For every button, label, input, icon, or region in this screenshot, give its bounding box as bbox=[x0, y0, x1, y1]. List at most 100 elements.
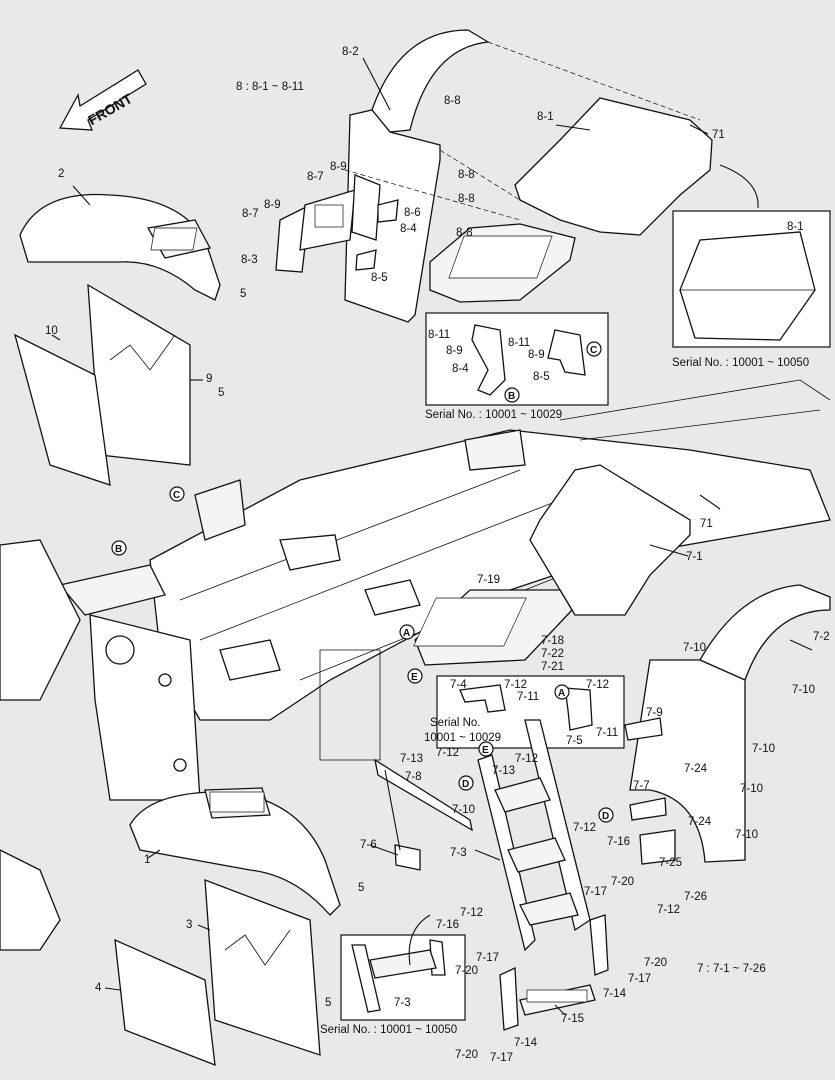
part-label: 7-9 bbox=[646, 707, 663, 719]
part-label: 8-9 bbox=[264, 199, 281, 211]
svg-text:A: A bbox=[403, 628, 410, 639]
part-label: 8-5 bbox=[533, 371, 550, 383]
part-label: 8-5 bbox=[371, 272, 388, 284]
callout-c-frame: C bbox=[169, 486, 185, 502]
svg-text:E: E bbox=[411, 672, 418, 683]
part-label: 8-11 bbox=[428, 329, 450, 341]
part-label: 5 bbox=[358, 882, 364, 894]
part-label: 7-15 bbox=[561, 1013, 584, 1025]
part-label: 8-7 bbox=[242, 208, 259, 220]
part-label: 8-1 bbox=[787, 221, 804, 233]
brackets-7-7-7-9 bbox=[624, 717, 676, 865]
serial-caption-bottom: Serial No. : 10001 ~ 10050 bbox=[320, 1024, 457, 1036]
part-label: 7-13 bbox=[400, 753, 423, 765]
part-label: 7-4 bbox=[450, 679, 467, 691]
legend-8: 8 : 8-1 ~ 8-11 bbox=[236, 81, 304, 93]
right-fender-assembly-8 bbox=[344, 29, 713, 323]
part-label: 7-3 bbox=[450, 847, 467, 859]
curved-arrow-71 bbox=[719, 164, 759, 209]
part-label: 8-8 bbox=[456, 227, 473, 239]
part-label: 10 bbox=[45, 325, 58, 337]
front-arrow: FRONT bbox=[58, 69, 147, 131]
left-fender-1 bbox=[129, 787, 341, 916]
callout-e-frame: E bbox=[407, 668, 423, 684]
part-label: 7-24 bbox=[688, 816, 712, 828]
callout-c-top: C bbox=[586, 341, 602, 357]
svg-text:D: D bbox=[602, 811, 609, 822]
part-label: 71 bbox=[712, 129, 725, 141]
legend-7: 7 : 7-1 ~ 7-26 bbox=[697, 963, 766, 975]
right-fender-7-2 bbox=[629, 584, 831, 863]
part-label: 5 bbox=[325, 997, 331, 1009]
part-label: 7-20 bbox=[644, 957, 667, 969]
part-label: 8-9 bbox=[330, 161, 347, 173]
part-label: 8-3 bbox=[241, 254, 258, 266]
part-label: 5 bbox=[240, 288, 246, 300]
part-label: 7-6 bbox=[360, 839, 377, 851]
part-label: 3 bbox=[186, 919, 192, 931]
callout-e-ladder: E bbox=[478, 741, 494, 757]
part-label: 7-1 bbox=[686, 551, 703, 563]
inset-box-7-3: Serial No. : 10001 ~ 10050 bbox=[320, 934, 466, 1036]
part-label: 8-8 bbox=[458, 193, 475, 205]
part-label: 7-12 bbox=[460, 907, 483, 919]
part-label: 7-16 bbox=[607, 836, 630, 848]
part-label: 8-7 bbox=[307, 171, 324, 183]
right-fender-7-1 bbox=[413, 464, 691, 666]
part-label: 7-12 bbox=[436, 747, 459, 759]
part-label: 8-1 bbox=[537, 111, 554, 123]
svg-text:C: C bbox=[590, 345, 597, 356]
bracket-8-3 bbox=[275, 174, 399, 273]
mudflap-9 bbox=[87, 283, 191, 466]
part-label: 8-4 bbox=[400, 223, 417, 235]
part-label: 1 bbox=[144, 854, 150, 866]
part-label: 7-12 bbox=[504, 679, 527, 691]
part-label: 7-16 bbox=[436, 919, 459, 931]
callout-a-frame: A bbox=[399, 624, 415, 640]
part-label: 7-10 bbox=[683, 642, 706, 654]
part-label: 7-17 bbox=[490, 1052, 513, 1064]
serial-caption-mid: Serial No. : 10001 ~ 10029 bbox=[425, 409, 562, 421]
part-label: 7-12 bbox=[515, 753, 538, 765]
mudflap-10 bbox=[13, 333, 111, 486]
svg-text:B: B bbox=[115, 544, 122, 555]
inset-box-8-1: Serial No. : 10001 ~ 10050 bbox=[672, 210, 831, 369]
part-label: 7-3 bbox=[394, 997, 411, 1009]
part-label: 8-9 bbox=[446, 345, 463, 357]
part-label: 8-11 bbox=[508, 337, 530, 349]
part-labels: 8-2 8-8 8-1 71 8-9 8-7 8-8 8-8 8-7 8-9 8… bbox=[45, 46, 830, 1064]
part-label: 7-10 bbox=[452, 804, 475, 816]
callout-b-top: B bbox=[504, 387, 520, 403]
left-fender-2 bbox=[19, 193, 221, 301]
handrail-7-6 bbox=[374, 758, 473, 871]
part-label: 7-11 bbox=[596, 727, 618, 739]
svg-text:B: B bbox=[508, 391, 515, 402]
mudflap-3 bbox=[204, 879, 321, 1056]
part-label: 7-17 bbox=[628, 973, 651, 985]
part-label: 7-11 bbox=[517, 691, 539, 703]
part-label: 5 bbox=[218, 387, 224, 399]
part-label: 9 bbox=[206, 373, 212, 385]
ladder-7-3 bbox=[477, 719, 591, 952]
callout-b-frame: B bbox=[111, 540, 127, 556]
part-label: 7-7 bbox=[633, 780, 650, 792]
part-label: 7-13 bbox=[492, 765, 515, 777]
part-label: 7-19 bbox=[477, 574, 500, 586]
part-label: 7-12 bbox=[657, 904, 680, 916]
callout-d-left: D bbox=[458, 775, 474, 791]
part-label: 7-18 bbox=[541, 635, 564, 647]
mudflap-4 bbox=[114, 938, 216, 1066]
part-label: 7-21 bbox=[541, 661, 564, 673]
part-label: 7-14 bbox=[514, 1037, 538, 1049]
part-label: 7-10 bbox=[740, 783, 763, 795]
part-label: 7-17 bbox=[584, 886, 607, 898]
part-label: 2 bbox=[58, 168, 64, 180]
part-label: 7-12 bbox=[573, 822, 596, 834]
part-label: 7-10 bbox=[752, 743, 775, 755]
part-label: 7-8 bbox=[405, 771, 422, 783]
part-label: 7-14 bbox=[603, 988, 627, 1000]
callout-d-right: D bbox=[598, 807, 614, 823]
part-label: 7-20 bbox=[611, 876, 634, 888]
part-label: 7-24 bbox=[684, 763, 708, 775]
svg-text:A: A bbox=[558, 688, 565, 699]
